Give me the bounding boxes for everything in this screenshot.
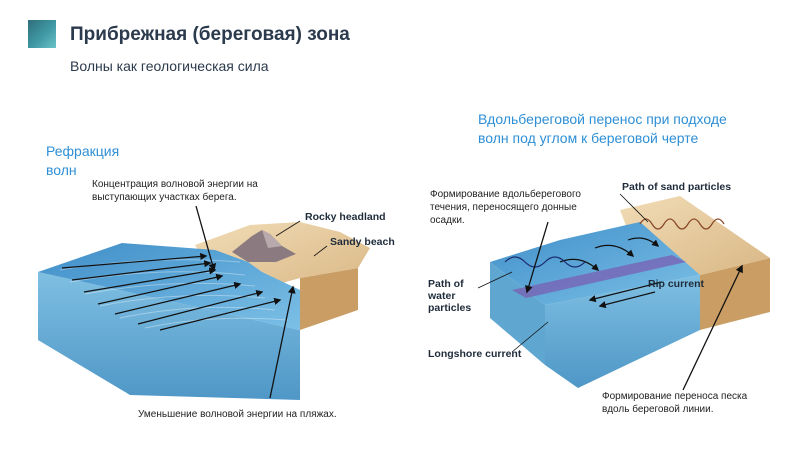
- water-particle-path: [504, 256, 586, 268]
- note-longshore-formation: Формирование вдольберегового течения, пе…: [430, 189, 581, 226]
- page-subtitle: Волны как геологическая сила: [70, 58, 269, 74]
- pointer-beach-energy: [269, 285, 296, 399]
- longshore-heading: Вдольбереговой перенос при подходе волн …: [478, 111, 727, 146]
- refraction-diagram: [38, 205, 370, 400]
- longshore-diagram: [477, 193, 770, 391]
- label-rip-current: Rip current: [648, 278, 705, 290]
- refraction-heading: Рефракция волн: [46, 143, 120, 178]
- longshore-band: [512, 255, 686, 298]
- note-sand-transport: Формирование переноса песка вдоль берего…: [602, 391, 748, 415]
- sand-particle-path: [639, 218, 725, 230]
- note-beach-energy: Уменьшение волновой энергии на пляжах.: [138, 409, 337, 420]
- right-ocean-side: [545, 275, 700, 388]
- label-water-path: Path of water particles: [428, 278, 472, 314]
- note-headland-energy: Концентрация волновой энергии на выступа…: [92, 179, 258, 203]
- label-sandy-beach: Sandy beach: [330, 236, 395, 248]
- label-sand-path: Path of sand particles: [622, 181, 732, 193]
- logo-square: [28, 20, 56, 48]
- rip-current-arrows: [588, 281, 663, 309]
- rocky-headland-shape: [232, 230, 296, 262]
- label-rocky-headland: Rocky headland: [305, 211, 386, 223]
- left-ocean-side: [38, 272, 300, 400]
- page-title: Прибрежная (береговая) зона: [70, 24, 350, 45]
- pointer-longshore-formation: [525, 221, 549, 294]
- pointer-sand-transport: [682, 264, 743, 391]
- refraction-arrows: [61, 252, 282, 331]
- label-longshore-current: Longshore current: [428, 348, 522, 360]
- pointer-headland-energy: [195, 205, 217, 272]
- left-sand-side: [300, 268, 358, 330]
